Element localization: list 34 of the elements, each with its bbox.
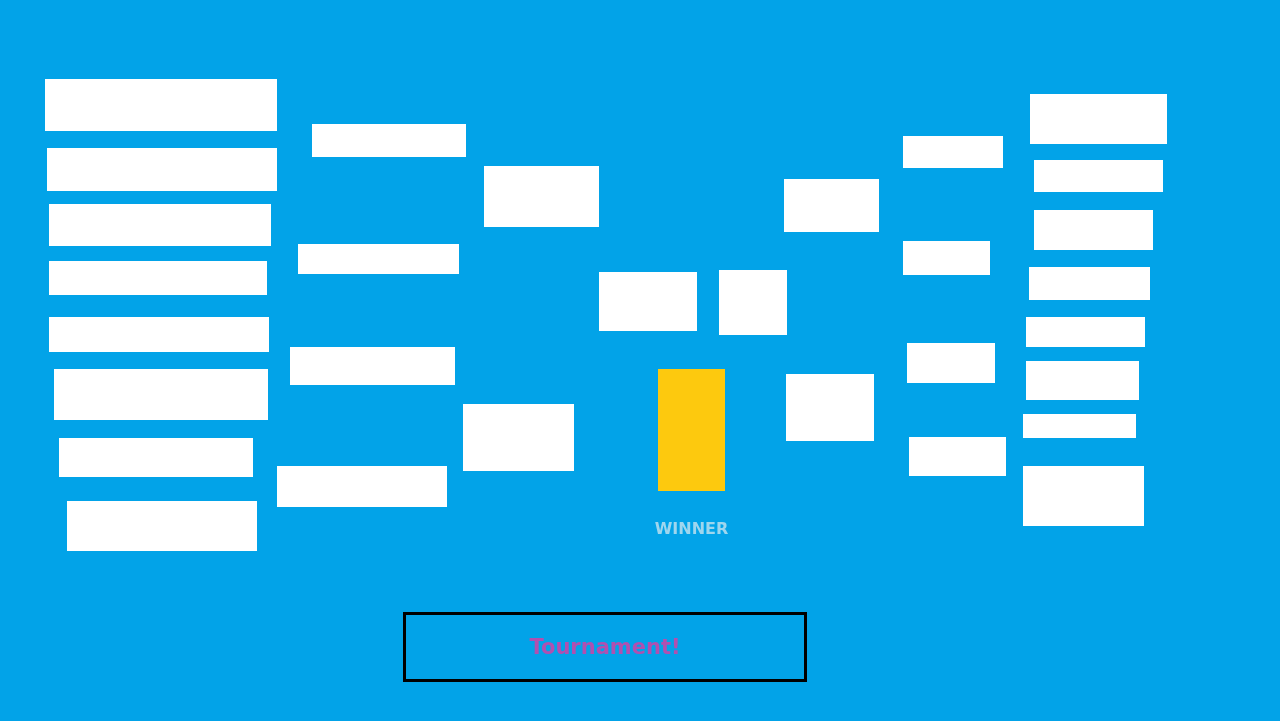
- bracket-slot: [54, 369, 268, 420]
- bracket-slot: [903, 136, 1003, 168]
- bracket-slot: [1023, 414, 1136, 438]
- bracket-slot: [49, 317, 269, 352]
- bracket-slot: [1034, 160, 1163, 192]
- bracket-slot: [47, 148, 277, 191]
- bracket-slot: [290, 347, 455, 385]
- bracket-slot: [1029, 267, 1150, 300]
- bracket-slot: [49, 204, 271, 246]
- bracket-slot: [1023, 466, 1144, 526]
- title-text: Tournament!: [529, 634, 681, 660]
- bracket-slot: [599, 272, 697, 331]
- bracket-slot: [484, 166, 599, 227]
- bracket-slot: [277, 466, 447, 507]
- bracket-slot: [786, 374, 874, 441]
- winner-caption: WINNER: [654, 519, 729, 539]
- bracket-slot: [784, 179, 879, 232]
- title-banner: [403, 612, 807, 682]
- bracket-slot: [312, 124, 466, 157]
- bracket-slot: [1026, 361, 1139, 400]
- bracket-slot: [67, 501, 257, 551]
- bracket-slot: [49, 261, 267, 295]
- bracket-slot: [45, 79, 277, 131]
- bracket-slot: [903, 241, 990, 275]
- winner-slot: [658, 369, 725, 491]
- bracket-slot: [719, 270, 787, 335]
- bracket-slot: [1034, 210, 1153, 250]
- bracket-slot: [909, 437, 1006, 476]
- bracket-slot: [907, 343, 995, 383]
- bracket-slot: [59, 438, 253, 477]
- bracket-slot: [1030, 94, 1167, 144]
- bracket-slot: [1026, 317, 1145, 347]
- bracket-slot: [463, 404, 574, 471]
- bracket-slot: [298, 244, 459, 274]
